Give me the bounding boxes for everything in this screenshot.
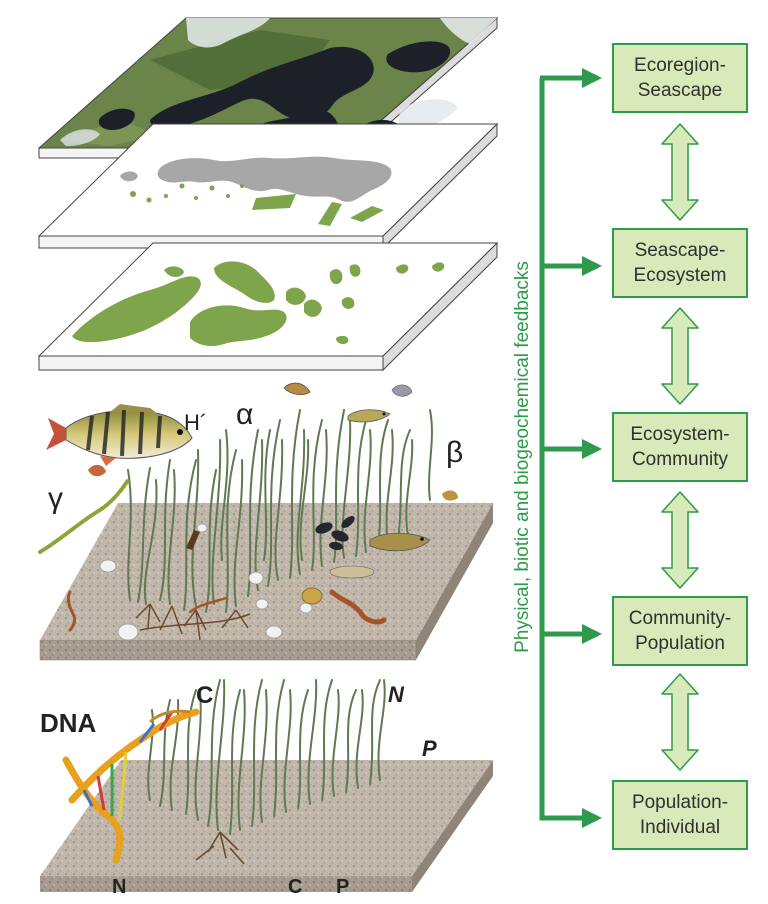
level-line2: Population [635, 633, 725, 654]
level-line2: Individual [639, 817, 721, 838]
phosphorus-label-top: P [422, 736, 437, 761]
community-worm [329, 589, 387, 625]
nitrogen-label-top: N [388, 682, 404, 707]
double-arrow-1 [661, 123, 699, 221]
community-worm-small [66, 590, 76, 632]
gamma-diversity-symbol: γ [48, 482, 63, 515]
level-line1: Population- [631, 792, 729, 813]
phosphorus-label-bottom: P [336, 876, 350, 898]
individual-roots [195, 831, 245, 865]
individual-seagrass [147, 679, 386, 835]
level-link-arrows [661, 123, 699, 771]
community-pebbles [99, 523, 313, 641]
shannon-diversity-symbol: H´ [184, 410, 208, 435]
isopod [391, 384, 413, 397]
level-line1: Ecoregion- [634, 55, 726, 76]
snail [442, 490, 458, 501]
community-mussels [315, 516, 355, 551]
level-ecosystem-community: Ecosystem- Community [612, 412, 748, 482]
alpha-diversity-symbol: α [236, 398, 254, 431]
individual-sediment-block [40, 760, 493, 892]
level-line1: Community- [628, 608, 732, 629]
double-arrow-4 [661, 673, 699, 771]
flatfish [329, 565, 375, 579]
beta-diversity-symbol: β [446, 436, 464, 469]
stickleback-fish [347, 409, 391, 423]
caddis-larva [186, 530, 200, 550]
shrimp [283, 382, 311, 396]
feedback-connector [539, 68, 602, 828]
carbon-label-bottom: C [288, 876, 303, 898]
carbon-label-top: C [196, 682, 214, 709]
community-roots [135, 603, 251, 641]
nitrogen-label-bottom: N [112, 876, 127, 898]
double-arrow-3 [661, 491, 699, 589]
perch-fish [46, 404, 193, 466]
double-arrow-2 [661, 307, 699, 405]
level-line1: Seascape- [634, 240, 726, 261]
level-seascape-ecosystem: Seascape- Ecosystem [612, 228, 748, 298]
community-pipefish [38, 478, 130, 554]
level-line2: Community [631, 449, 729, 470]
amphipod [88, 464, 106, 477]
level-community-population: Community- Population [612, 596, 748, 666]
level-population-individual: Population- Individual [612, 780, 748, 850]
dna-helix [62, 708, 200, 864]
seagrass-meadow-layer [37, 241, 499, 372]
habitat-patch-layer [37, 122, 499, 250]
community-clam [301, 587, 323, 605]
level-ecoregion-seascape: Ecoregion- Seascape [612, 43, 748, 113]
dna-label: DNA [40, 708, 97, 738]
community-worm-curled [188, 596, 228, 614]
level-line2: Ecosystem [633, 265, 727, 286]
level-line1: Ecosystem- [630, 424, 730, 445]
goby-fish [369, 532, 431, 552]
level-line2: Seascape [637, 80, 723, 101]
